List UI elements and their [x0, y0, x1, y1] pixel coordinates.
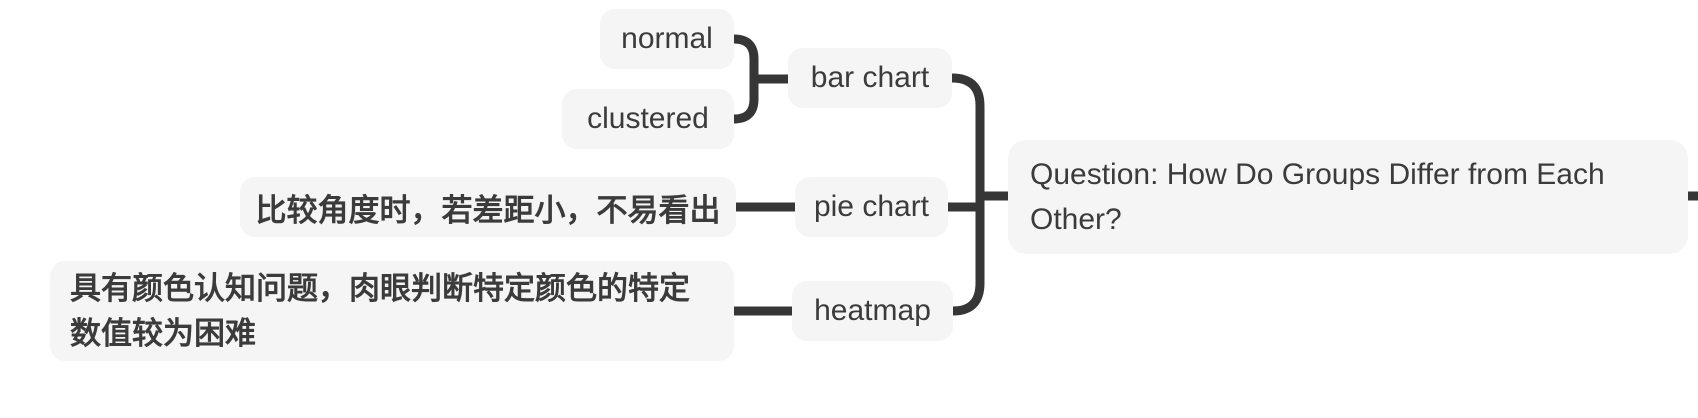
- node-bar-chart[interactable]: bar chart: [788, 48, 952, 108]
- node-heatmap-note[interactable]: 具有颜色认知问题，肉眼判断特定颜色的特定数值较为困难: [50, 261, 734, 361]
- connector-trunk-bracket: [947, 73, 985, 316]
- node-heatmap[interactable]: heatmap: [792, 281, 953, 341]
- node-normal[interactable]: normal: [600, 9, 734, 69]
- node-pie-chart[interactable]: pie chart: [795, 177, 948, 237]
- connector-normal-clustered-bracket: [729, 34, 759, 124]
- node-pie-chart-note[interactable]: 比较角度时，若差距小，不易看出: [240, 177, 736, 237]
- node-clustered[interactable]: clustered: [562, 89, 734, 149]
- node-question-root[interactable]: Question: How Do Groups Differ from Each…: [1008, 140, 1688, 254]
